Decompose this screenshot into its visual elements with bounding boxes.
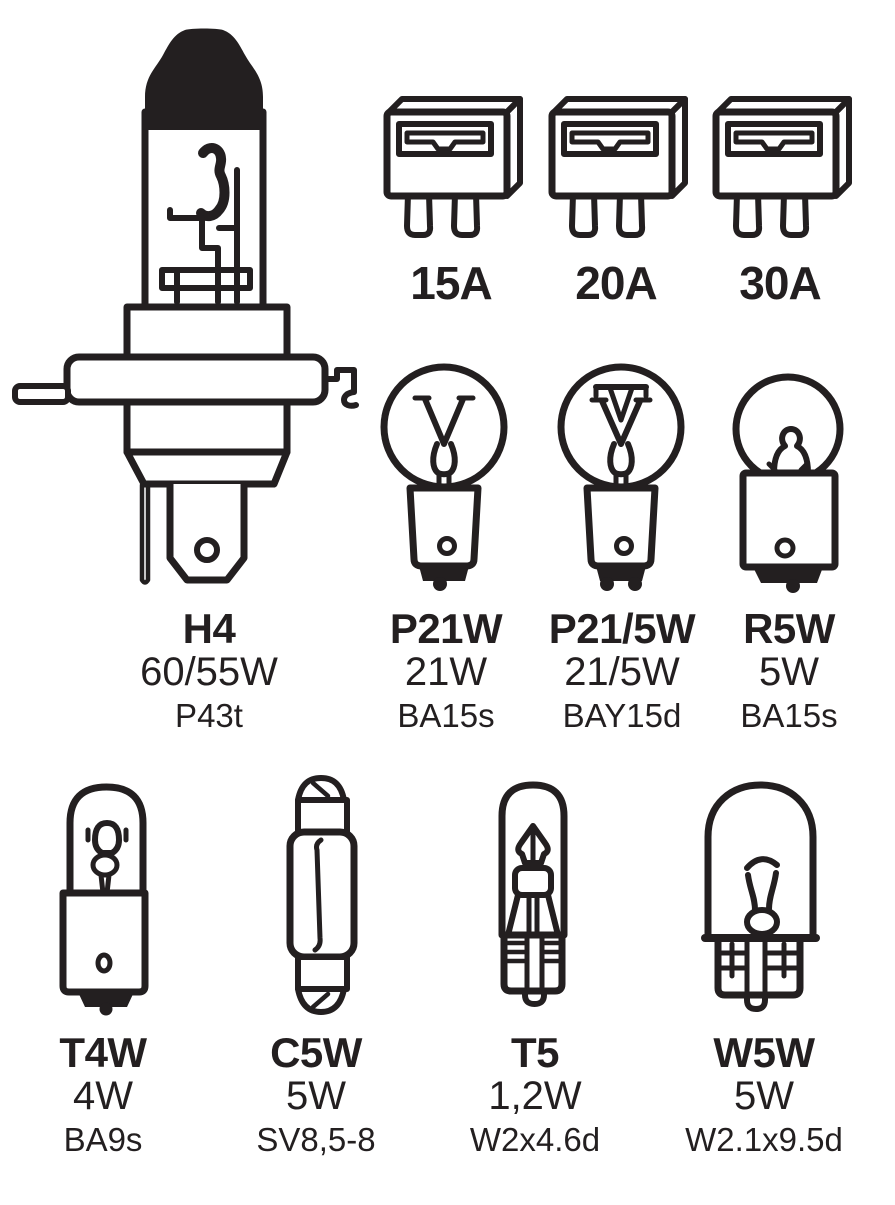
fuse-30a-icon xyxy=(712,96,852,238)
bulb-label-t4w: T4W 4W BA9s xyxy=(59,1029,147,1160)
bulb-base-code: P43t xyxy=(175,697,243,734)
fuse-20a-icon xyxy=(548,96,688,238)
t5-bulb-icon xyxy=(498,781,568,1007)
bulb-name: R5W xyxy=(743,605,835,652)
bulb-label-p21w: P21W 21W BA15s xyxy=(389,605,503,736)
h4-bulb-icon xyxy=(12,28,359,585)
bulb-base-code: BA15s xyxy=(397,697,495,734)
bulb-wattage: 21W xyxy=(404,650,488,694)
bulb-name: H4 xyxy=(182,605,236,652)
bulb-name: P21/5W xyxy=(548,605,696,652)
bulb-label-w5w: W5W 5W W2.1x9.5d xyxy=(685,1030,843,1160)
bulb-label-p21-5w: P21/5W 21/5W BAY15d xyxy=(548,605,696,736)
bulb-wattage: 4W xyxy=(73,1074,133,1118)
p21w-bulb-icon xyxy=(380,363,508,591)
bulb-wattage: 5W xyxy=(758,650,819,694)
bulb-name: C5W xyxy=(270,1029,362,1076)
bulb-base-code: BA9s xyxy=(63,1121,143,1158)
bulb-name: T5 xyxy=(510,1029,560,1076)
bulb-label-c5w: C5W 5W SV8,5-8 xyxy=(256,1030,375,1160)
c5w-bulb-icon xyxy=(286,775,358,1015)
bulb-base-code: BA15s xyxy=(740,697,838,734)
fuse-label: 20A xyxy=(575,257,657,309)
bulb-wattage: 5W xyxy=(734,1074,794,1118)
bulb-base-code: BAY15d xyxy=(562,697,682,734)
bulb-wattage: 60/55W xyxy=(140,650,278,694)
bulb-name: W5W xyxy=(713,1029,815,1076)
p21-5w-bulb-icon xyxy=(557,363,685,591)
t4w-bulb-icon xyxy=(59,783,149,1016)
w5w-bulb-icon xyxy=(701,781,820,1012)
bulb-wattage: 1,2W xyxy=(488,1074,582,1118)
bulb-label-r5w: R5W 5W BA15s xyxy=(740,606,837,736)
bulb-base-code: SV8,5-8 xyxy=(256,1121,376,1158)
bulb-name: T4W xyxy=(59,1029,147,1076)
fuse-15a-icon xyxy=(383,96,523,238)
bulb-wattage: 21/5W xyxy=(564,650,680,694)
bulb-base-code: W2x4.6d xyxy=(469,1121,601,1158)
bulb-label-h4: H4 60/55W P43t xyxy=(140,606,278,736)
bulb-name: P21W xyxy=(389,605,503,652)
bulb-label-t5: T5 1,2W W2x4.6d xyxy=(470,1030,600,1160)
fuse-label: 30A xyxy=(739,257,821,309)
bulb-wattage: 5W xyxy=(286,1074,346,1118)
r5w-bulb-icon xyxy=(732,373,844,593)
bulb-base-code: W2.1x9.5d xyxy=(685,1121,843,1158)
fuse-label: 15A xyxy=(410,257,492,309)
